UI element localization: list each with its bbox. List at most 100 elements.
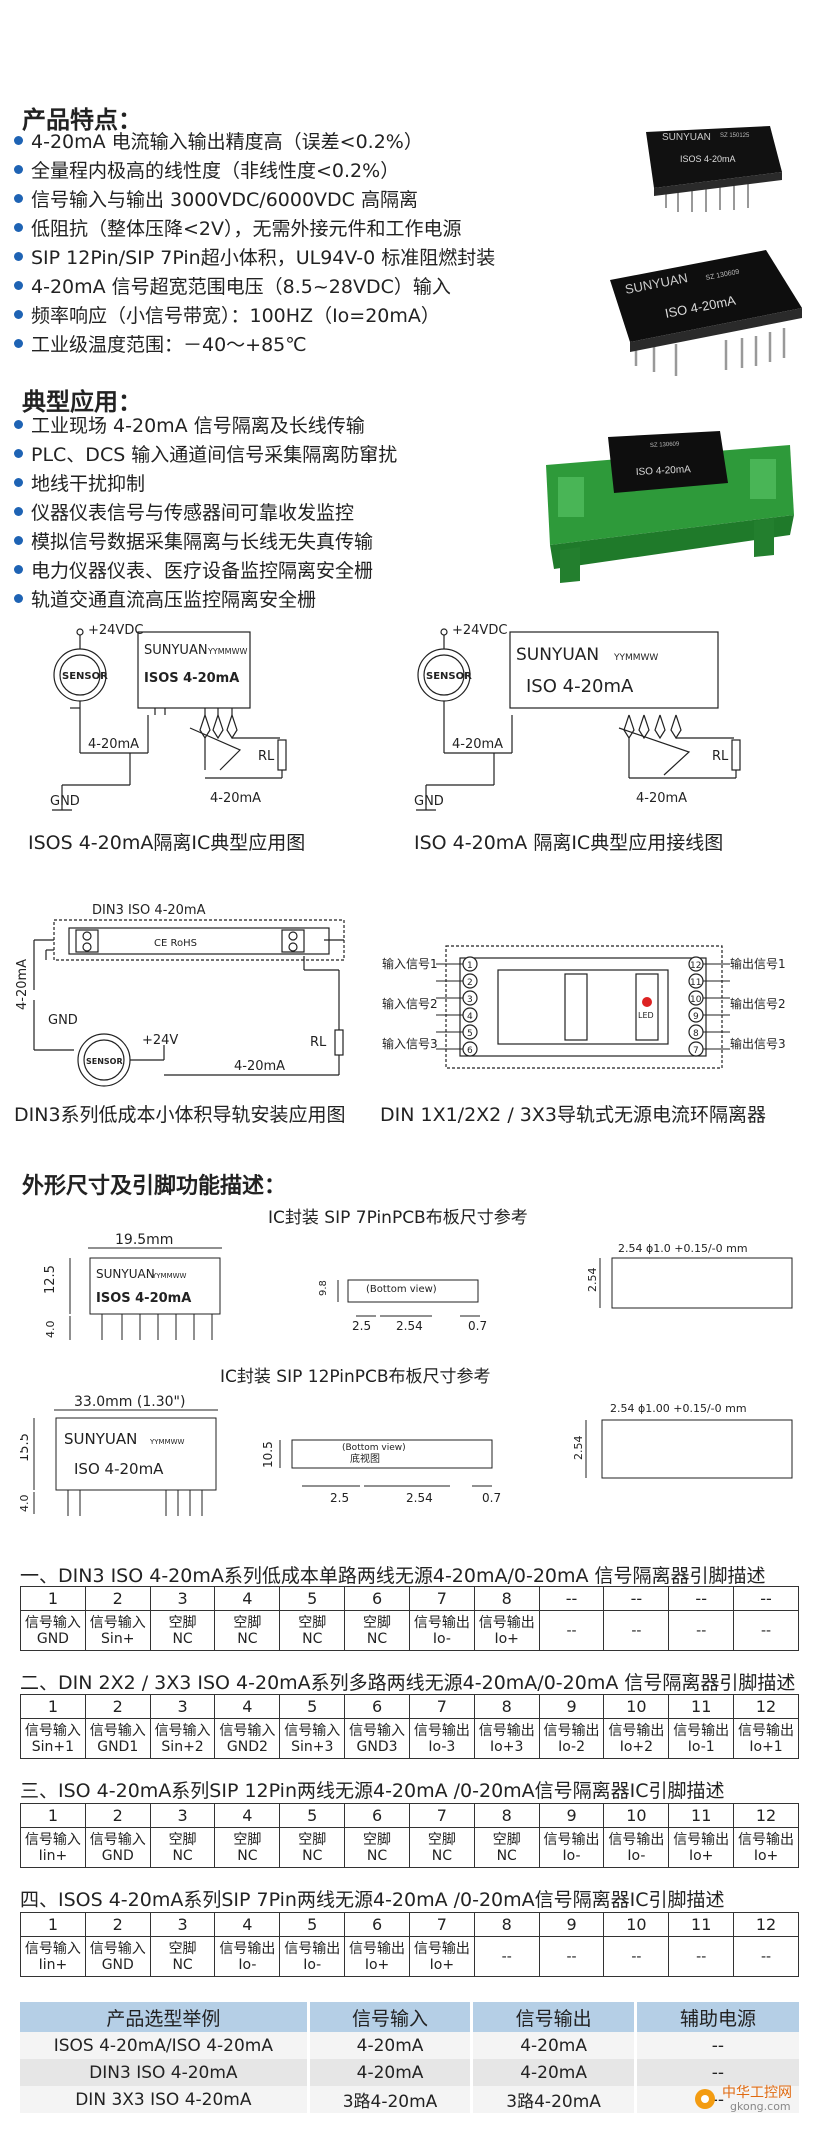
d1-current-out: 4-20mA	[210, 791, 261, 806]
selection-cell: 4-20mA	[306, 2032, 472, 2059]
pin-number: 8	[473, 1803, 540, 1828]
sip12-bottom-cn: 底视图	[350, 1452, 380, 1465]
pin-number: 6	[344, 1912, 410, 1937]
chip1-brand: SUNYUAN	[662, 132, 711, 143]
pin-number: 8	[473, 1912, 540, 1937]
pin-number: 2	[84, 1803, 151, 1828]
application-item: 模拟信号数据采集隔离与长线无失真传输	[14, 528, 397, 557]
svg-text:4: 4	[467, 1012, 473, 1022]
sip12-width: 33.0mm (1.30")	[74, 1394, 185, 1410]
selection-header: 产品选型举例	[20, 2002, 309, 2032]
d2-brand: SUNYUAN	[516, 645, 599, 665]
pin-number: 6	[344, 1803, 410, 1828]
application-item: 电力仪器仪表、医疗设备监控隔离安全栅	[14, 557, 397, 586]
feature-item: 4-20mA 信号超宽范围电压（8.5~28VDC）输入	[14, 273, 495, 302]
caption-iso-diagram: ISO 4-20mA 隔离IC典型应用接线图	[414, 832, 724, 854]
pin-function: --	[733, 1936, 799, 1977]
sip12-brand: SUNYUAN	[64, 1430, 137, 1448]
pin-number: 7	[408, 1694, 475, 1719]
caption-isos-diagram: ISOS 4-20mA隔离IC典型应用图	[28, 832, 306, 854]
d4-out3: 输出信号3	[730, 1036, 786, 1051]
d1-current-in: 4-20mA	[88, 737, 139, 752]
dims-title: 外形尺寸及引脚功能描述：	[22, 1174, 287, 1199]
d3-current-in: 4-20mA	[15, 959, 30, 1010]
pin-number: 6	[344, 1586, 410, 1611]
d1-rl: RL	[258, 749, 275, 764]
pin-number: 10	[603, 1803, 670, 1828]
pin-number: 10	[603, 1912, 670, 1937]
d3-rl: RL	[310, 1035, 327, 1050]
selection-header: 信号输入	[306, 2002, 472, 2032]
d2-gnd: GND	[414, 794, 444, 809]
pin-number: 9	[538, 1912, 605, 1937]
application-item: PLC、DCS 输入通道间信号采集隔离防窜扰	[14, 441, 397, 470]
pin-number: 4	[214, 1694, 281, 1719]
sip7-title: IC封装 SIP 7PinPCB布板尺寸参考	[268, 1208, 528, 1228]
pin-number: --	[733, 1586, 799, 1611]
pin-function: --	[603, 1936, 670, 1977]
selection-cell: 4-20mA	[470, 2032, 636, 2059]
sip7-bottomview: (Bottom view)	[366, 1284, 437, 1295]
pin-number: 1	[20, 1586, 86, 1611]
pin-number: 2	[84, 1912, 151, 1937]
product-photo-din: SZ 130609 ISO 4-20mA	[540, 425, 800, 585]
pin-number: 2	[84, 1586, 151, 1611]
watermark: 中华工控网 gkong.com	[690, 2078, 810, 2122]
pin-number: 4	[214, 1586, 281, 1611]
pin-function: --	[538, 1610, 605, 1651]
sip7-pitch: 2.54	[586, 1268, 599, 1293]
d3-sensor: SENSOR	[86, 1057, 123, 1066]
chip1-sub: SZ 150125	[720, 133, 750, 139]
pin-number: 12	[733, 1912, 799, 1937]
pin-number: 3	[149, 1694, 216, 1719]
sip12-dimension-drawings: 33.0mm (1.30") 15.5 4.0 SUNYUAN YYMMWW I…	[20, 1394, 793, 1516]
features-list: 4-20mA 电流输入输出精度高（误差<0.2%）全量程内极高的线性度（非线性度…	[14, 128, 495, 360]
d2-model: ISO 4-20mA	[526, 676, 634, 697]
pin-number: --	[538, 1586, 605, 1611]
selection-cell: --	[633, 2086, 799, 2113]
selection-cell: DIN 3X3 ISO 4-20mA	[20, 2086, 309, 2113]
feature-item: 全量程内极高的线性度（非线性度<0.2%）	[14, 157, 495, 186]
din-photo-sub: SZ 130609	[650, 441, 680, 449]
sip12-title: IC封装 SIP 12PinPCB布板尺寸参考	[220, 1367, 491, 1387]
d1-supply: +24VDC	[88, 623, 143, 638]
pin-number: 5	[279, 1586, 346, 1611]
product-photo-iso: SUNYUAN SZ 130609 ISO 4-20mA	[606, 246, 806, 386]
sip7-hole: 2.54 ϕ1.0 +0.15/-0 mm	[618, 1242, 748, 1255]
d4-out2: 输出信号2	[730, 996, 786, 1011]
d3-rohs: CE RoHS	[154, 938, 197, 949]
svg-text:12: 12	[690, 961, 701, 971]
sip7-pinlen: 4.0	[44, 1321, 57, 1339]
d3-current-out: 4-20mA	[234, 1059, 285, 1074]
d4-led: LED	[638, 1011, 654, 1020]
feature-item: SIP 12Pin/SIP 7Pin超小体积，UL94V-0 标准阻燃封装	[14, 244, 495, 273]
pin-number: 7	[408, 1912, 475, 1937]
gear-icon	[695, 2089, 715, 2109]
application-item: 仪器仪表信号与传感器间可靠收发监控	[14, 499, 397, 528]
d2-sensor: SENSOR	[426, 671, 472, 682]
sip7-d254: 2.54	[396, 1319, 423, 1333]
pin-number: 5	[279, 1912, 346, 1937]
d1-brand: SUNYUAN	[144, 643, 208, 658]
sip12-d254: 2.54	[406, 1491, 433, 1505]
sip7-brand: SUNYUAN	[96, 1267, 155, 1281]
